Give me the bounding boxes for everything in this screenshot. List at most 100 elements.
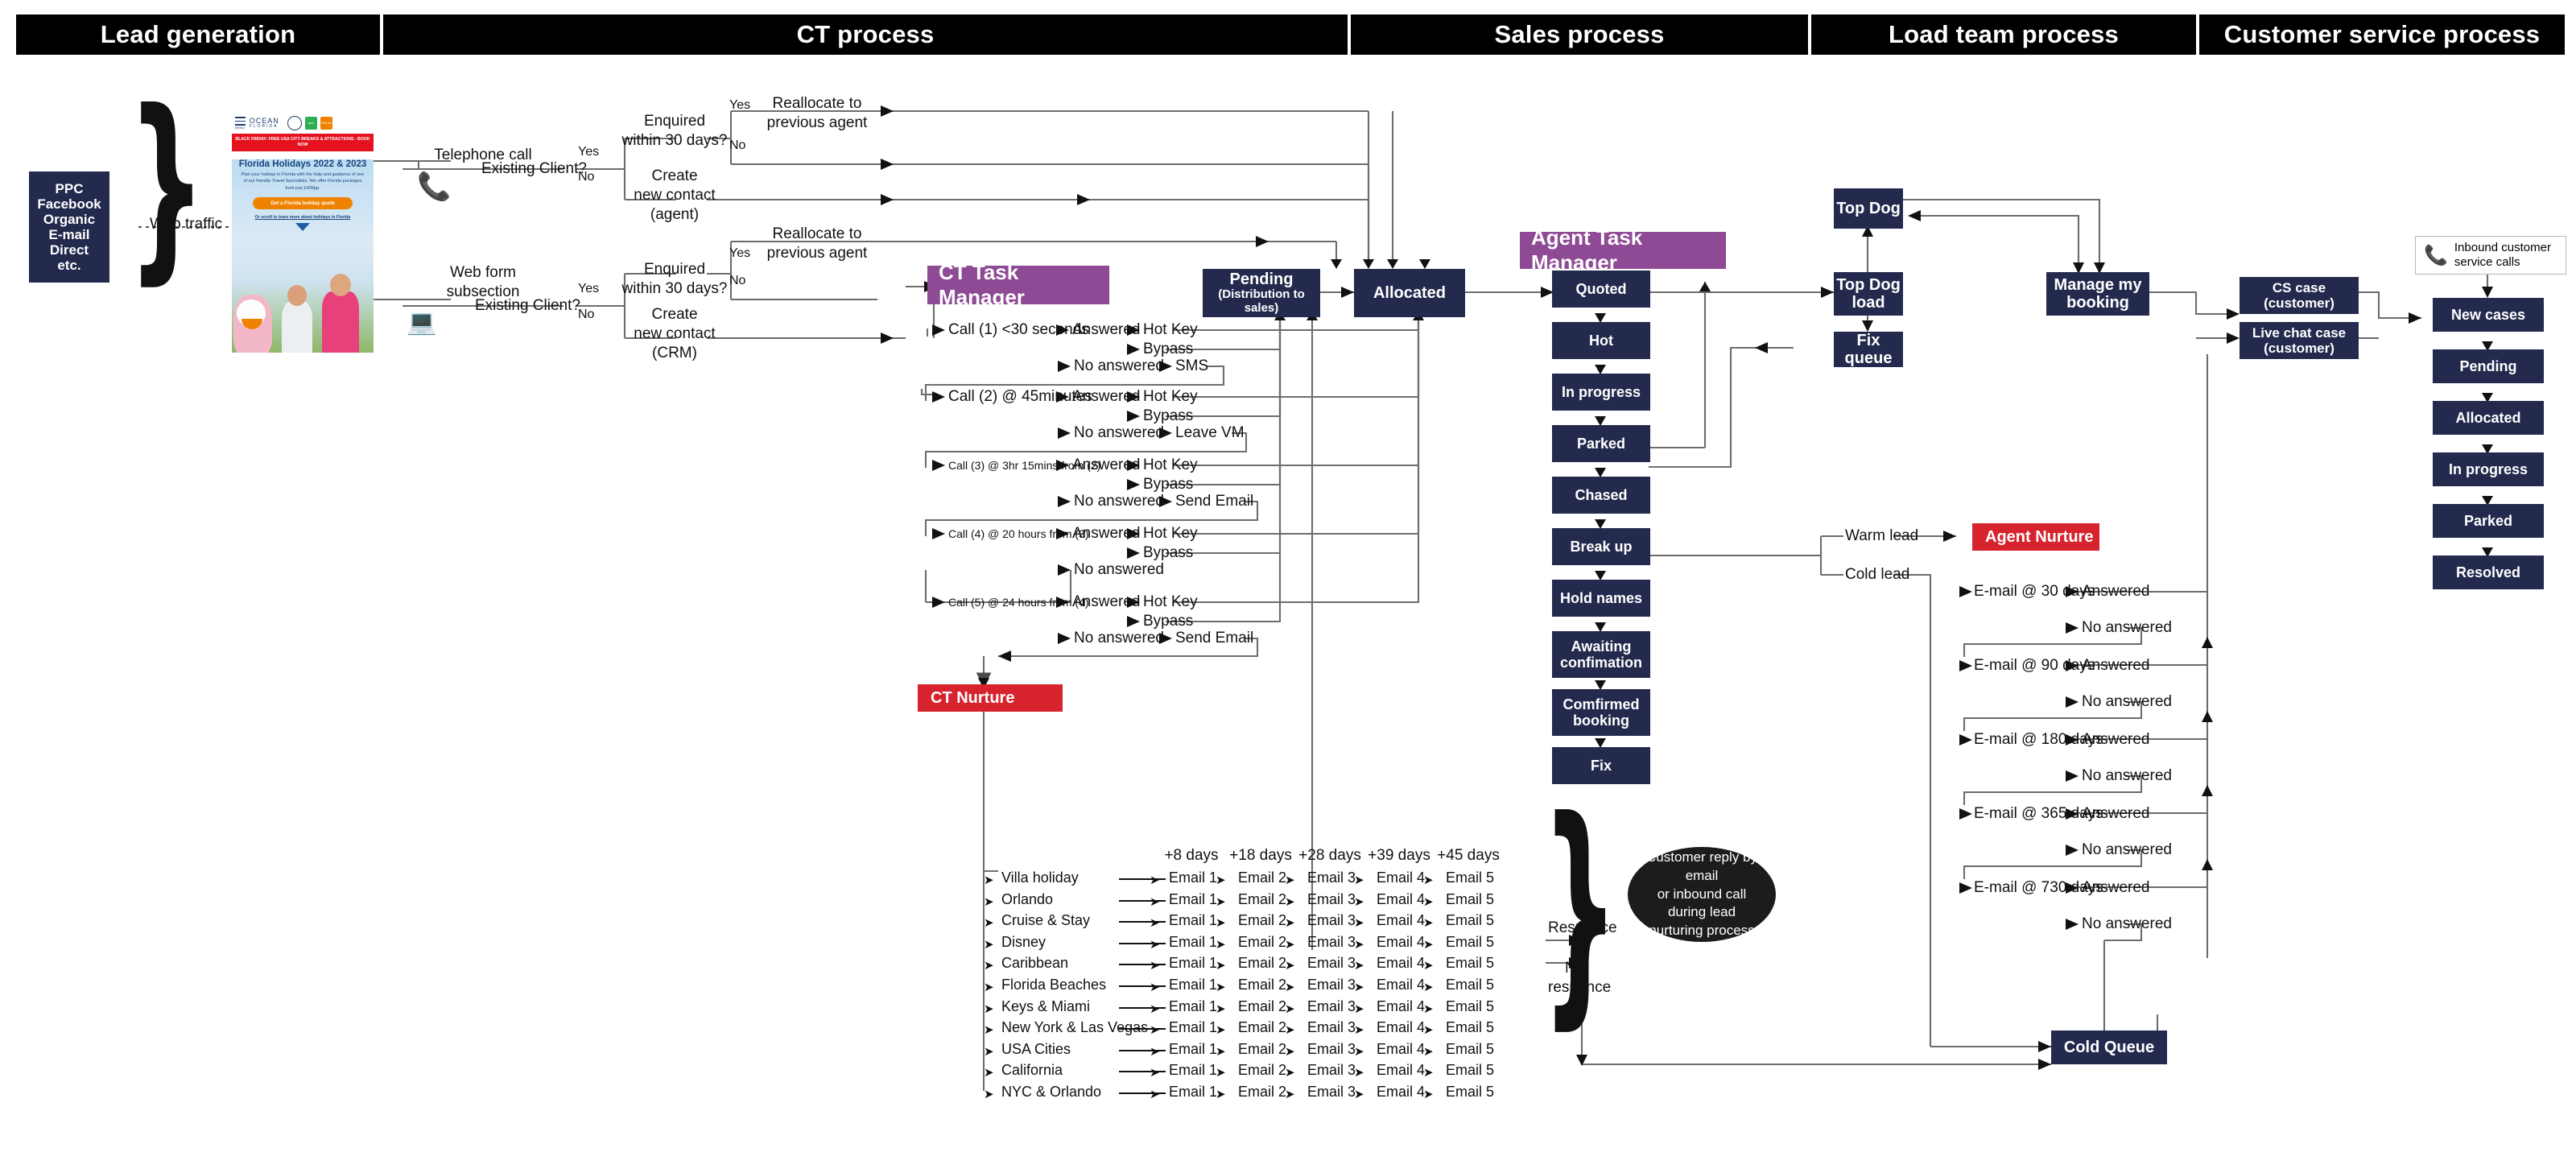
stage-line: Awaiting [1571,638,1632,655]
top-dog-box: Top Dog [1834,188,1903,229]
nurture-email1-arrow-icon: ➤ [1150,981,1160,994]
enquired-30-days-webform-l1: Enquired [643,261,706,278]
ct-call-4-label: Call (4) @ 20 hours from (3) [948,527,1089,540]
hero-headline: Florida Holidays 2022 & 2023 [238,159,367,170]
nurture-arrow-icon: ➤ [1354,959,1364,973]
nurture-arrow-icon: ➤ [1216,1066,1226,1080]
enquired-yes-webform: Yes [729,246,751,260]
nurture-row-label: Caribbean [1001,955,1069,971]
ct-call-3-bypass: Bypass [1143,476,1194,493]
stage-label: Quoted [1575,280,1627,297]
agent-stage-in-progress: In progress [1552,374,1650,411]
decision-existing-client-telephone: Existing Client? [481,160,587,177]
lead-source-email: E-mail [48,227,90,242]
nurture-cell-r4-c3: Email 3 [1307,934,1356,950]
ct-call-2-noanswer: No answered [1074,424,1164,441]
live-chat-l2: (customer) [2264,341,2334,356]
trust-badge-icon [287,116,302,130]
ct-call-1-answered: Answered [1072,321,1141,338]
ct-call-5-answered: Answered [1072,593,1141,610]
agent-nurture-email-2-noanswered: No answered [2082,693,2172,710]
hero-body: Plan your holiday in Florida with the he… [241,172,365,191]
agent-nurture-email-1-noanswered: No answered [2082,619,2172,636]
header-ct-process: CT process [383,14,1348,55]
stage-label: Fix [1590,757,1612,774]
nurture-arrow-icon: ➤ [1423,874,1434,887]
nurture-arrow-icon: ➤ [1285,1045,1295,1059]
nurture-arrow-icon: ➤ [1354,874,1364,887]
nurture-arrow-icon: ➤ [1285,874,1295,887]
nurture-day-header-2: +18 days [1229,847,1292,864]
nurture-cell-r9-c3: Email 3 [1307,1041,1356,1057]
call-button[interactable]: open [304,117,317,130]
phone-icon: 📞 [2424,244,2448,266]
nurture-cell-r2-c4: Email 4 [1377,891,1426,907]
nurture-arrow-icon: ➤ [1354,1023,1364,1037]
nurture-cell-r10-c3: Email 3 [1307,1062,1356,1078]
nurture-cell-r8-c4: Email 4 [1377,1019,1426,1035]
nurture-arrow-icon: ➤ [1354,916,1364,930]
fix-queue-title: Fix queue [1844,331,1893,367]
nurture-email1-arrow-icon: ➤ [1150,1023,1160,1037]
nurture-arrow-icon: ➤ [1285,895,1295,909]
nurture-cell-r9-c1: Email 1 [1169,1041,1218,1057]
cs-stage-resolved: Resolved [2433,556,2544,589]
create-contact-crm-l3: (CRM) [652,345,697,361]
ct-call-3-label: Call (3) @ 3hr 15mins from (2) [948,459,1101,472]
nurture-cell-r3-c4: Email 4 [1377,912,1426,928]
nurture-arrow-icon: ➤ [1285,916,1295,930]
nurture-email1-arrow-icon: ➤ [1150,1066,1160,1080]
header-sales-process: Sales process [1351,14,1808,55]
plan-trip-button[interactable]: Plan trip [320,117,332,130]
response-brace-icon: } [1541,769,1619,1050]
nurture-cell-r2-c5: Email 5 [1446,891,1495,907]
create-contact-crm-l1: Create [651,306,698,323]
webform-no-label: No [578,308,595,321]
agent-nurture-email-4-label: E-mail @ 365 days [1974,805,2103,822]
nurture-row-arrow-icon: ➤ [984,981,994,994]
stage-label: Hot [1589,332,1613,349]
nurture-cell-r2-c3: Email 3 [1307,891,1356,907]
header-label: Load team process [1889,20,2119,48]
channel-webform-label-l1: Web form [449,264,517,281]
bubble-line-3: nurturing process [1649,923,1755,939]
nurture-row-connector [1119,878,1166,880]
ct-call-5-label: Call (5) @ 24 hours from (4) [948,596,1089,609]
cold-queue-title: Cold Queue [2063,1038,2155,1056]
web-traffic-label: Web traffic [150,216,223,233]
nurture-arrow-icon: ➤ [1423,1066,1434,1080]
nurture-arrow-icon: ➤ [1354,1045,1364,1059]
ct-call-2-answered: Answered [1072,388,1141,405]
ct-nurture-title: CT Nurture [931,688,1015,707]
nurture-cell-r4-c4: Email 4 [1377,934,1426,950]
pending-box: Pending (Distribution to sales) [1203,269,1320,317]
inbound-l1: Inbound customer [2454,241,2551,254]
quote-cta-button[interactable]: Get a Florida holiday quote [253,197,353,210]
nurture-row-arrow-icon: ➤ [984,874,994,887]
nurture-row-connector [1119,985,1166,987]
nurture-cell-r5-c4: Email 4 [1377,955,1426,971]
channel-webform-label-l2: subsection [446,283,520,300]
responce-label: Responce [1548,919,1617,936]
nurture-cell-r9-c5: Email 5 [1446,1041,1495,1057]
ct-call-1-noanswer: No answered [1074,357,1164,374]
ct-call-1-action: SMS [1175,357,1209,374]
nurture-cell-r8-c3: Email 3 [1307,1019,1356,1035]
ct-call-1-label: Call (1) <30 seconds [948,321,1089,338]
nurture-cell-r8-c5: Email 5 [1446,1019,1495,1035]
agent-nurture-box: Agent Nurture [1972,523,2099,551]
nurture-cell-r11-c4: Email 4 [1377,1084,1426,1100]
nurture-cell-r1-c1: Email 1 [1169,869,1218,886]
ocean-florida-logo: OCEAN FLORIDA [250,118,279,129]
scroll-link[interactable]: Or scroll to learn more about holidays i… [254,215,351,221]
nurture-cell-r6-c5: Email 5 [1446,977,1495,993]
bubble-line-1: Customer reply by email [1646,849,1757,883]
website-topbar: MENU OCEAN FLORIDA open Plan trip [232,113,374,134]
ct-task-manager-title: CT Task Manager [939,260,1025,309]
header-lead-generation: Lead generation [16,14,380,55]
agent-stage-chased: Chased [1552,477,1650,514]
nurture-cell-r7-c2: Email 2 [1238,998,1287,1014]
